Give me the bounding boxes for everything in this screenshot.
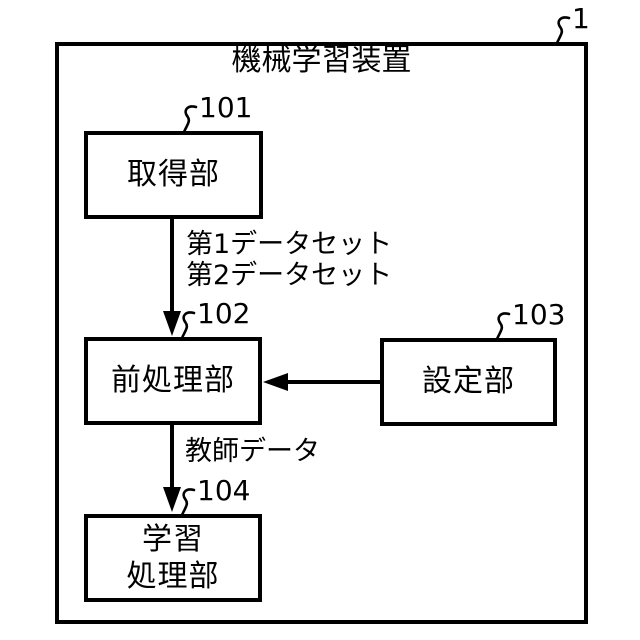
ref-label-device: 1 [555, 5, 590, 45]
block-learning-processing-unit: 学習 処理部 [84, 514, 262, 602]
block-acquisition-unit: 取得部 [84, 131, 263, 219]
block-setting-unit: 設定部 [380, 338, 557, 426]
ref-number-device: 1 [572, 2, 590, 35]
block-label-learning-line2: 処理部 [126, 559, 220, 594]
ref-number-setting-unit: 103 [512, 298, 566, 331]
dataset-flow-labels: 第1データセット 第2データセット [186, 229, 392, 291]
leader-squiggle-icon [182, 105, 198, 134]
dataset1-label: 第1データセット [186, 229, 393, 260]
diagram-title: 機械学習装置 [231, 43, 412, 78]
block-label-learning-line1: 学習 [142, 522, 204, 557]
block-label-setting-unit: 設定部 [422, 364, 515, 399]
dataset2-label: 第2データセット [186, 260, 393, 291]
ref-number-acquisition-unit: 101 [199, 91, 253, 124]
block-preprocessing-unit: 前処理部 [84, 337, 262, 425]
teacher-data-label: 教師データ [185, 436, 320, 467]
ref-number-learning-unit: 104 [197, 474, 251, 507]
block-label-preprocessing-unit: 前処理部 [111, 363, 235, 398]
ref-label-setting-unit: 103 [495, 301, 565, 341]
leader-squiggle-icon [555, 16, 571, 45]
block-label-acquisition-unit: 取得部 [127, 157, 220, 192]
leader-squiggle-icon [180, 488, 196, 517]
ref-label-learning-unit: 104 [180, 477, 250, 517]
leader-squiggle-icon [495, 312, 511, 341]
ref-label-acquisition-unit: 101 [182, 94, 252, 134]
leader-squiggle-icon [180, 311, 196, 340]
ref-label-preprocessing-unit: 102 [180, 300, 250, 340]
ref-number-preprocessing-unit: 102 [197, 297, 251, 330]
device-boundary-box [55, 42, 588, 624]
